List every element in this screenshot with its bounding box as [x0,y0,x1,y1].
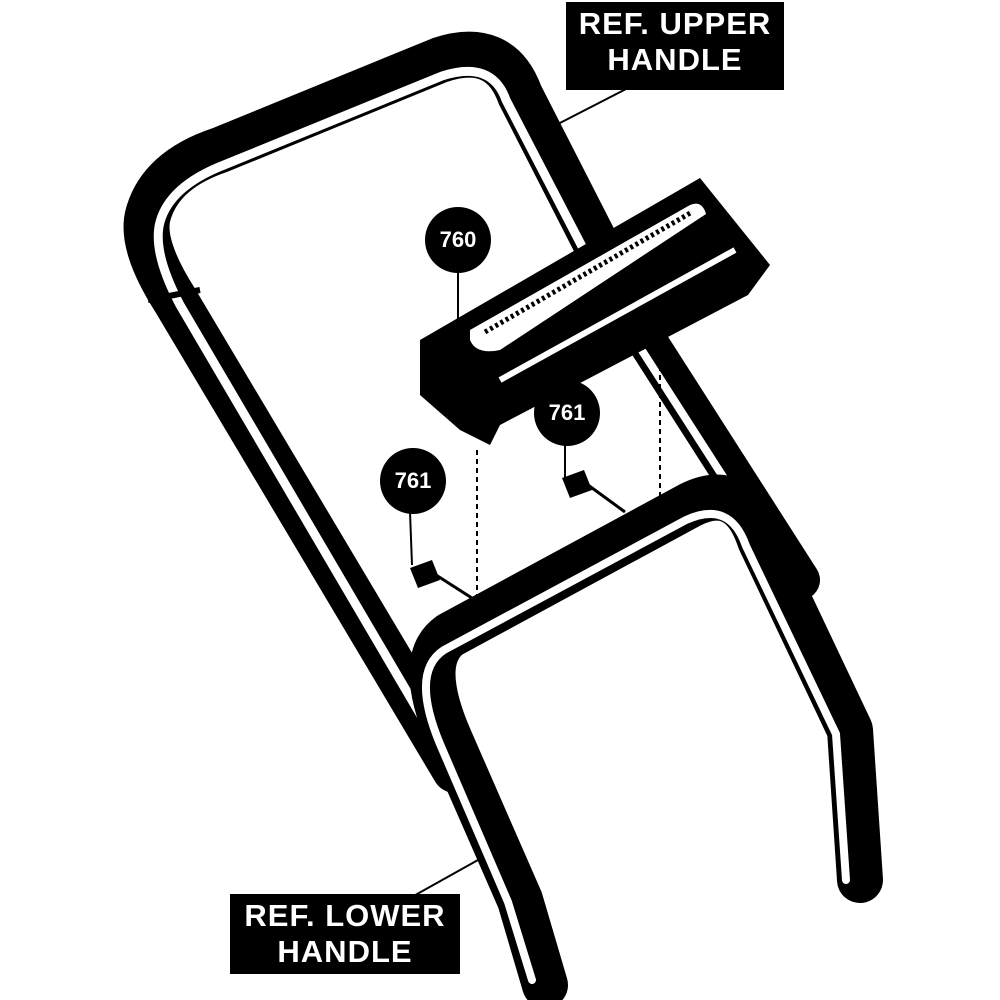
leader-upper-handle [555,87,629,126]
lower-handle [409,474,883,1000]
upper-handle-label: REF. UPPER HANDLE [566,2,784,90]
screw-left [410,560,476,602]
upper-handle-label-line1: REF. UPPER [578,6,772,41]
screw-right-shank [587,483,626,514]
grip-part-760 [420,178,770,445]
upper-handle-tube-highlight [153,66,633,770]
screw-right-head [562,470,592,498]
lower-handle-loop-highlight [421,509,850,984]
lower-handle-loop [409,474,883,1000]
assembly-guides [476,330,661,600]
screw-left-shank [435,573,476,602]
screw-right [562,470,626,514]
leader-lines [409,87,629,899]
lower-handle-label: REF. LOWER HANDLE [230,894,460,974]
grip-ridges [483,209,694,335]
lower-handle-label-line2: HANDLE [277,934,413,969]
upper-handle-grip-sleeve [147,287,201,303]
lower-handle-label-line1: REF. LOWER [244,898,446,933]
leader-761-left [409,511,413,566]
grip-front-face [498,247,737,383]
callout-761-right: 761 [534,380,600,446]
screw-left-head [410,560,440,588]
leader-lower-handle [409,859,479,899]
callout-761-left: 761 [380,448,446,514]
callout-760: 760 [425,207,491,273]
upper-handle-tube [123,31,663,793]
upper-handle-label-line2: HANDLE [607,42,743,77]
